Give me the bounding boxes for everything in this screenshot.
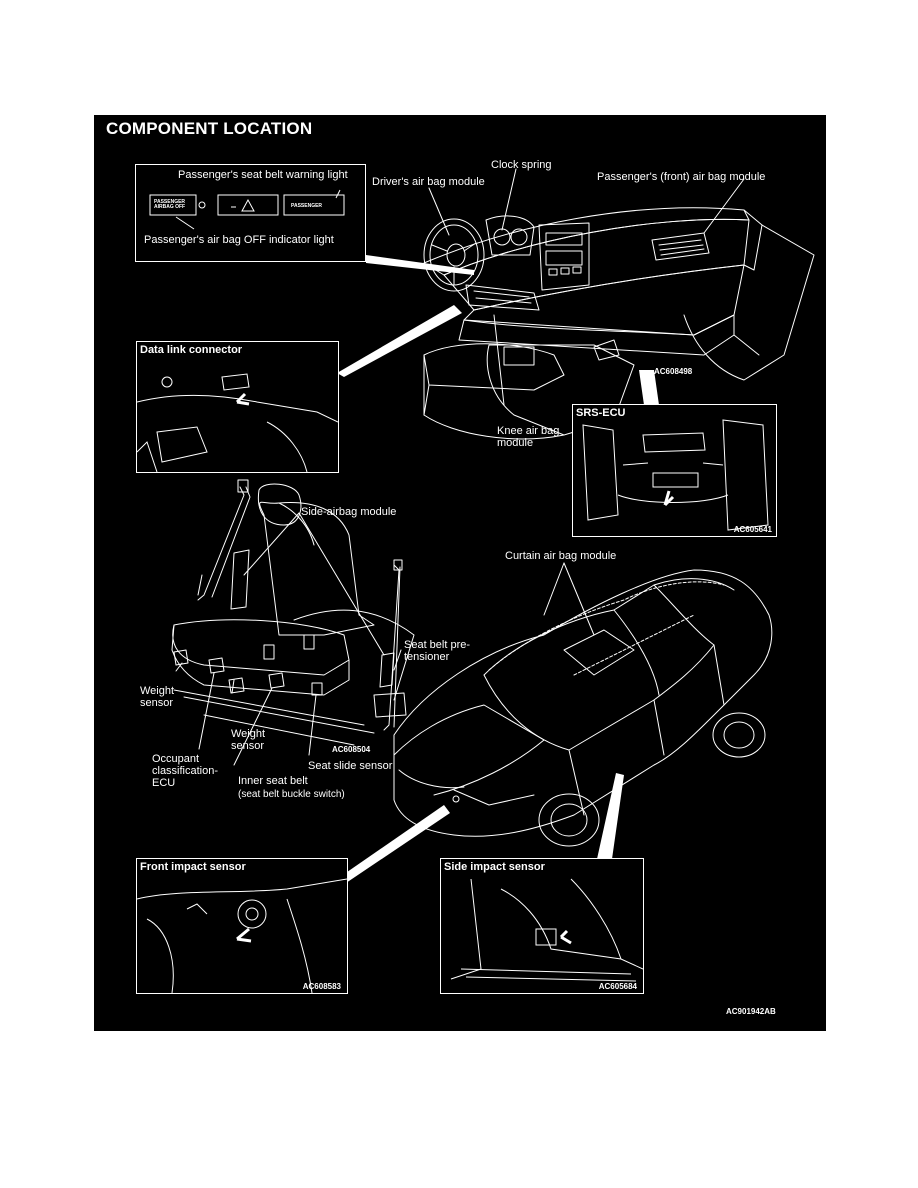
button-line1: PASSENGER — [154, 199, 186, 205]
page-title: COMPONENT LOCATION — [106, 119, 313, 138]
front-impact-inset: Front impact sensor AC608583 — [136, 858, 348, 994]
car-drawing — [393, 569, 773, 847]
dashboard-drawing — [423, 207, 815, 440]
label-passenger-belt-warning: Passenger's seat belt warning light — [178, 169, 348, 181]
label-passenger-airbag-off: Passenger's air bag OFF indicator light — [144, 234, 334, 246]
label-weight-sensor-1: Weight sensor — [140, 685, 175, 709]
data-link-title: Data link connector — [140, 344, 243, 356]
diagram-panel: COMPONENT LOCATION — [94, 115, 826, 1031]
side-impact-inset: Side impact sensor AC605684 — [440, 858, 644, 994]
passenger-button-text: PASSENGER — [291, 203, 323, 209]
label-seat-slide-sensor: Seat slide sensor — [308, 760, 393, 772]
component-drawing — [171, 168, 815, 883]
label-clock-spring: Clock spring — [491, 159, 552, 171]
label-curtain-airbag: Curtain air bag module — [505, 550, 617, 562]
data-link-inset: Data link connector — [136, 341, 339, 473]
code-front-impact: AC608583 — [302, 982, 341, 991]
label-side-airbag: Side-airbag module — [301, 506, 397, 518]
button-line2: AIRBAG OFF — [154, 204, 186, 210]
code-seat: AC608504 — [332, 745, 371, 754]
seat-drawing — [171, 479, 415, 746]
inset-leaders — [337, 255, 659, 883]
label-buckle-switch: (seat belt buckle switch) — [238, 789, 345, 800]
label-weight-sensor-2: Weight sensor — [231, 728, 266, 752]
srs-ecu-title: SRS-ECU — [576, 407, 626, 419]
code-srs-ecu: AC605641 — [733, 525, 772, 534]
side-impact-title: Side impact sensor — [444, 861, 545, 873]
label-occupant-ecu: Occupant classification-ECU — [152, 753, 219, 789]
code-side-impact: AC605684 — [598, 982, 637, 991]
label-inner-seat-belt: Inner seat belt — [238, 775, 308, 787]
indicator-inset: PASSENGER AIRBAG OFF PASSENGER Passenger… — [135, 164, 366, 262]
code-dash: AC608498 — [654, 367, 693, 376]
airbag-off-button-text: PASSENGER AIRBAG OFF — [154, 200, 185, 210]
label-passenger-front-airbag: Passenger's (front) air bag module — [597, 171, 766, 183]
label-drivers-airbag: Driver's air bag module — [372, 176, 485, 188]
label-leaders — [175, 168, 745, 766]
code-figure: AC901942AB — [726, 1007, 776, 1016]
label-seat-belt-pretensioner: Seat belt pre-tensioner — [404, 639, 471, 663]
front-impact-title: Front impact sensor — [140, 861, 246, 873]
srs-ecu-inset: SRS-ECU AC605641 — [572, 404, 777, 537]
label-knee-airbag: Knee air bag module — [497, 425, 560, 449]
